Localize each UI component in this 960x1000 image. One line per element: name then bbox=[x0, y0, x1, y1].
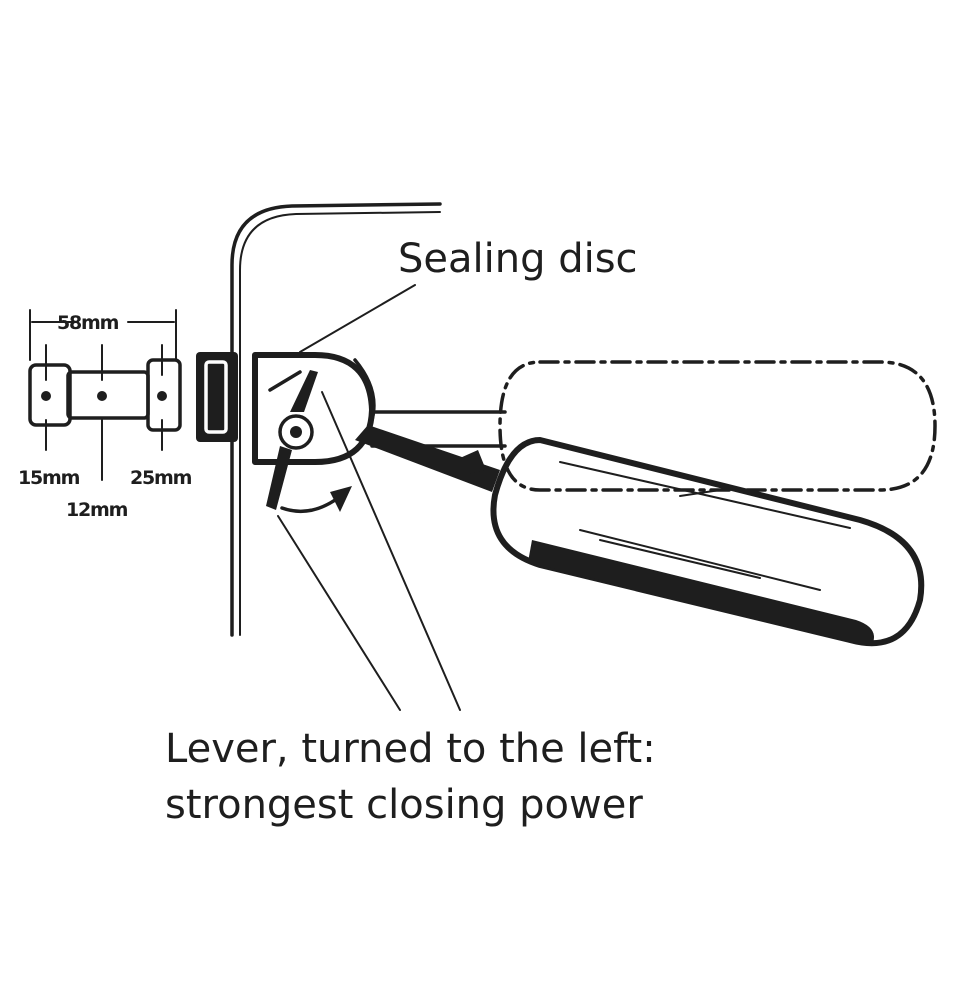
sealing-disc bbox=[290, 370, 318, 412]
mounting-shank bbox=[28, 352, 238, 442]
leader-lines bbox=[277, 284, 461, 711]
tank-wall bbox=[230, 202, 442, 637]
rotation-arrow bbox=[280, 486, 352, 514]
lever-label-line2: strongest closing power bbox=[165, 782, 643, 828]
lever-leader-1 bbox=[277, 515, 401, 711]
dimension-lines bbox=[29, 309, 177, 481]
float-ball-upper-position bbox=[498, 360, 937, 497]
float-ball bbox=[490, 437, 925, 647]
dim-left-hole: 15mm bbox=[18, 467, 80, 489]
lever-leader-2 bbox=[321, 391, 461, 711]
hole-right bbox=[157, 391, 167, 401]
lever-label-line1: Lever, turned to the left: bbox=[165, 726, 656, 772]
hole-left bbox=[41, 391, 51, 401]
valve-body bbox=[252, 352, 376, 510]
lock-nut bbox=[196, 352, 238, 442]
float-arm bbox=[355, 425, 500, 492]
dim-right-hole: 25mm bbox=[130, 467, 192, 489]
float-arm-upper-position bbox=[370, 410, 507, 448]
lever bbox=[266, 446, 292, 510]
dim-overall-length: 58mm bbox=[57, 312, 119, 334]
dim-middle-hole: 12mm bbox=[66, 499, 128, 521]
pivot-hub bbox=[278, 414, 314, 450]
sealing-disc-leader bbox=[299, 284, 416, 353]
hole-middle bbox=[97, 391, 107, 401]
sealing-disc-label: Sealing disc bbox=[398, 236, 638, 282]
